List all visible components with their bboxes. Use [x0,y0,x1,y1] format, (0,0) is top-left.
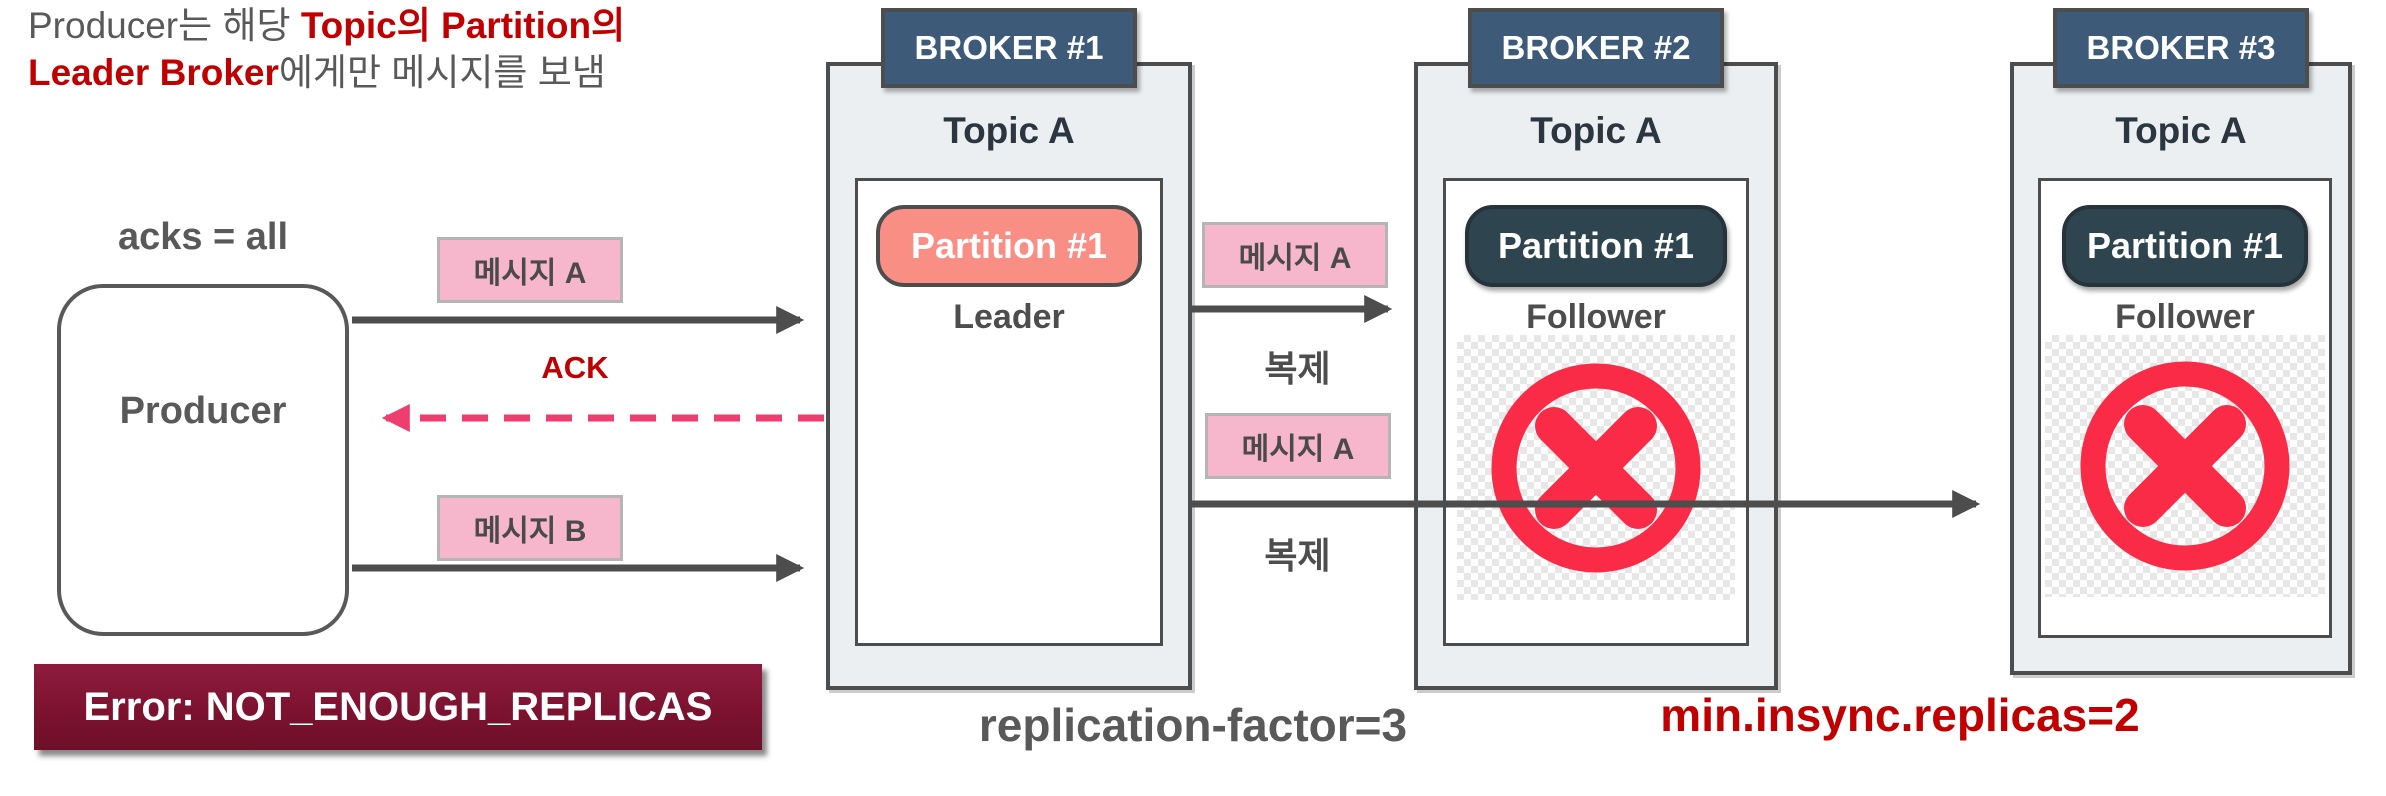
replicate-label-1: 복제 [1264,348,1331,389]
producer-label: Producer [119,390,287,432]
producer-box: Producer [57,284,349,636]
broker-2-box: BROKER #2 Topic A Partition #1 Follower [1414,8,1778,690]
broker-3-role-label: Follower [2115,298,2255,336]
broker-1-role-label: Leader [953,298,1065,336]
broker-2-role-label: Follower [1526,298,1666,336]
broker-1-header: BROKER #1 [881,8,1137,88]
broker-1-partition-panel: Partition #1 Leader [855,178,1163,646]
broker-3-header: BROKER #3 [2053,8,2309,88]
message-a-chip-producer: 메시지 A [437,237,623,303]
acks-all-label: acks = all [117,216,289,258]
annotation-note: Producer는 해당 Topic의 Partition의 Leader Br… [28,2,668,96]
broker-3-failed-x-icon [2080,361,2290,571]
ack-label: ACK [541,350,609,385]
broker-3-topic-label: Topic A [2115,110,2247,151]
broker-2-header: BROKER #2 [1468,8,1724,88]
broker-1-topic-label: Topic A [943,110,1075,151]
annotation-line1-normal: Producer는 해당 [28,5,301,46]
broker-1-partition-pill: Partition #1 [876,205,1142,287]
broker-3-box: BROKER #3 Topic A Partition #1 Follower [2010,8,2352,675]
broker-2-partition-panel: Partition #1 Follower [1443,178,1749,646]
annotation-line2-highlight: Leader Broker [28,52,279,93]
message-a-chip-broker3: 메시지 A [1205,413,1391,479]
broker-2-failure-area [1457,335,1735,600]
min-insync-replicas-label: min.insync.replicas=2 [1660,689,2140,741]
broker-1-box: BROKER #1 Topic A Partition #1 Leader [826,8,1192,690]
broker-3-partition-panel: Partition #1 Follower [2038,178,2332,638]
replication-factor-label: replication-factor=3 [978,699,1408,751]
broker-2-failed-x-icon [1491,363,1701,572]
replicate-label-2: 복제 [1264,535,1331,576]
broker-3-partition-pill: Partition #1 [2062,205,2308,287]
message-b-chip-producer: 메시지 B [437,495,623,561]
broker-2-partition-pill: Partition #1 [1465,205,1727,287]
message-a-chip-broker2: 메시지 A [1202,222,1388,288]
broker-3-failure-area [2045,335,2325,597]
annotation-line2-normal: 에게만 메시지를 보냄 [278,52,606,93]
annotation-line1-highlight: Topic의 Partition의 [300,5,626,46]
error-banner: Error: NOT_ENOUGH_REPLICAS [34,664,762,750]
broker-2-topic-label: Topic A [1530,110,1662,151]
